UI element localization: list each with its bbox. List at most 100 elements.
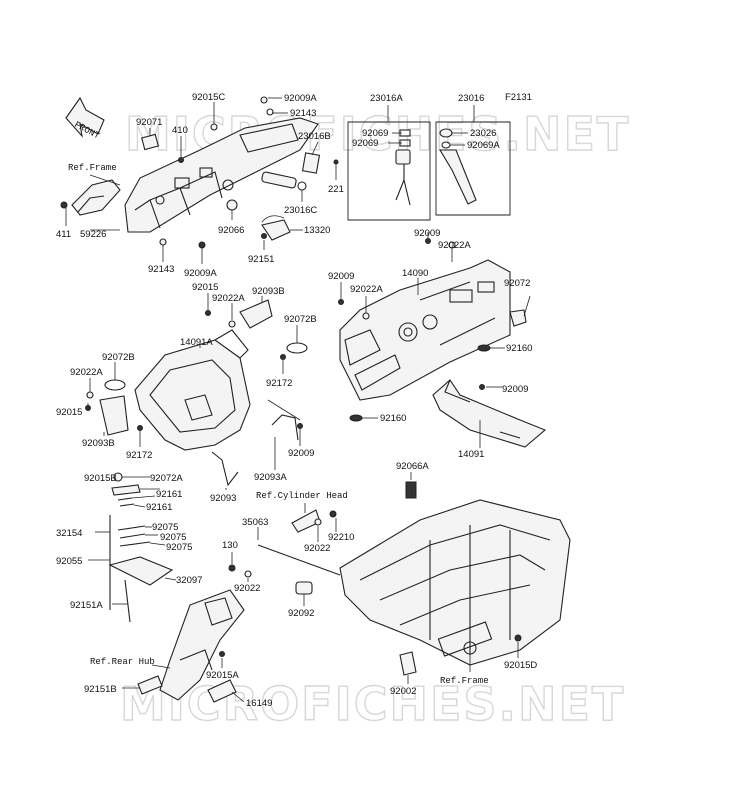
label-92093b-left: 92093B <box>82 438 115 449</box>
label-92066: 92066 <box>218 225 244 236</box>
label-23016b: 23016B <box>298 131 331 142</box>
label-92015b: 92015B <box>84 473 117 484</box>
kit-box-23016a <box>347 121 431 221</box>
washer-92022a-left-icon <box>86 391 94 399</box>
bolt-92015c-icon <box>210 123 218 131</box>
grommet-92160-right-icon <box>477 344 491 352</box>
clips-92161-illustration <box>117 497 135 507</box>
label-92066a: 92066A <box>396 461 429 472</box>
label-92069-2: 92069 <box>352 138 378 149</box>
bolt-92009-mid-icon <box>297 423 303 429</box>
label-92072b-left: 92072B <box>102 352 135 363</box>
label-92075-3: 92075 <box>166 542 192 553</box>
bracket-92093b-mid-illustration <box>239 299 273 329</box>
grommet-92071-illustration <box>141 133 159 151</box>
switch-kit-23016-illustration <box>439 128 477 205</box>
label-92069-1: 92069 <box>362 128 388 139</box>
label-92151b: 92151B <box>84 684 117 695</box>
label-16149: 16149 <box>246 698 272 709</box>
label-23016: 23016 <box>458 93 484 104</box>
bracket-92093b-left-illustration <box>99 395 129 436</box>
ref-rear-hub: Ref.Rear Hub <box>90 657 155 667</box>
washer-92022a-r2-icon <box>362 312 370 320</box>
label-92009a-bottom: 92009A <box>184 268 217 279</box>
label-92002: 92002 <box>390 686 416 697</box>
plate-32097-illustration <box>108 556 174 586</box>
collar-92092-icon <box>295 581 313 595</box>
switch-23016b-illustration <box>301 152 321 174</box>
clip-92072-illustration <box>509 309 527 327</box>
label-92143-bottom: 92143 <box>148 264 174 275</box>
pin-16149-illustration <box>207 679 237 703</box>
ref-cylinder-head: Ref.Cylinder Head <box>256 491 348 501</box>
nut-92015d-icon <box>514 634 522 642</box>
clamp-92072b-left-icon <box>104 379 126 391</box>
label-92210: 92210 <box>328 532 354 543</box>
label-35063: 35063 <box>242 517 268 528</box>
cover-14091-illustration <box>432 379 547 448</box>
ref-frame-bottom: Ref.Frame <box>440 676 489 686</box>
label-92172-left: 92172 <box>126 450 152 461</box>
rod-35063-illustration <box>257 544 341 576</box>
label-92071: 92071 <box>136 117 162 128</box>
front-arrow-icon: FRONT <box>65 96 105 142</box>
kit-box-23016 <box>435 121 511 216</box>
main-dash-panel-14090-illustration <box>339 259 511 401</box>
label-92072b-mid: 92072B <box>284 314 317 325</box>
label-410: 410 <box>172 125 188 136</box>
label-14091a: 14091A <box>180 337 213 348</box>
bolt-92015-mid-icon <box>205 310 211 316</box>
bolt-92151a-illustration <box>124 579 131 623</box>
label-92161-2: 92161 <box>146 502 172 513</box>
rod-92093a-illustration <box>271 414 299 441</box>
bolt-92002-illustration <box>399 651 417 676</box>
label-92075-2: 92075 <box>160 532 186 543</box>
label-92172-mid: 92172 <box>266 378 292 389</box>
screw-221-icon <box>333 159 339 165</box>
lower-panel-14091a-illustration <box>134 329 251 451</box>
label-14091: 14091 <box>458 449 484 460</box>
bolt-92009-r2-icon <box>338 299 344 305</box>
label-221: 221 <box>328 184 344 195</box>
label-130: 130 <box>222 540 238 551</box>
bolt-92172-left-icon <box>137 425 143 431</box>
label-32097: 32097 <box>176 575 202 586</box>
switch-23016c-illustration <box>261 171 307 191</box>
label-92022a-r2: 92022A <box>350 284 383 295</box>
cap-92066-icon <box>226 199 238 211</box>
label-92009-r3: 92009 <box>502 384 528 395</box>
label-92022-c: 92022 <box>304 543 330 554</box>
label-92160-2: 92160 <box>380 413 406 424</box>
bolt-92009-r3-icon <box>479 384 485 390</box>
bolt-92151b-illustration <box>137 675 163 695</box>
label-92072a: 92072A <box>150 473 183 484</box>
clamp-92072b-mid-icon <box>286 342 308 354</box>
label-92069a: 92069A <box>467 140 500 151</box>
label-23016c: 23016C <box>284 205 317 216</box>
label-92009-mid2: 92009 <box>288 448 314 459</box>
label-92015c: 92015C <box>192 92 225 103</box>
switch-kit-23016a-illustration <box>395 129 411 206</box>
rear-hub-bracket-illustration <box>159 589 245 701</box>
label-92151: 92151 <box>248 254 274 265</box>
label-14090: 14090 <box>402 268 428 279</box>
bolt-92015a-icon <box>219 651 225 657</box>
bolt-92151-icon <box>261 233 267 239</box>
label-92075-1: 92075 <box>152 522 178 533</box>
label-92009-r2: 92009 <box>328 271 354 282</box>
label-13320: 13320 <box>304 225 330 236</box>
grommet-92160-lower-icon <box>349 414 363 422</box>
label-92151a: 92151A <box>70 600 103 611</box>
label-92055: 92055 <box>56 556 82 567</box>
label-92015a: 92015A <box>206 670 239 681</box>
label-92015-left: 92015 <box>56 407 82 418</box>
frame-bracket-illustration <box>60 179 121 216</box>
label-92160-1: 92160 <box>506 343 532 354</box>
figure-code: F2131 <box>505 92 532 103</box>
watermark-bottom: MICROFICHES.NET <box>120 677 625 731</box>
label-92022-b: 92022 <box>234 583 260 594</box>
label-92022a-mid: 92022A <box>212 293 245 304</box>
cap-92066a-icon <box>405 481 417 499</box>
label-32154: 32154 <box>56 528 82 539</box>
